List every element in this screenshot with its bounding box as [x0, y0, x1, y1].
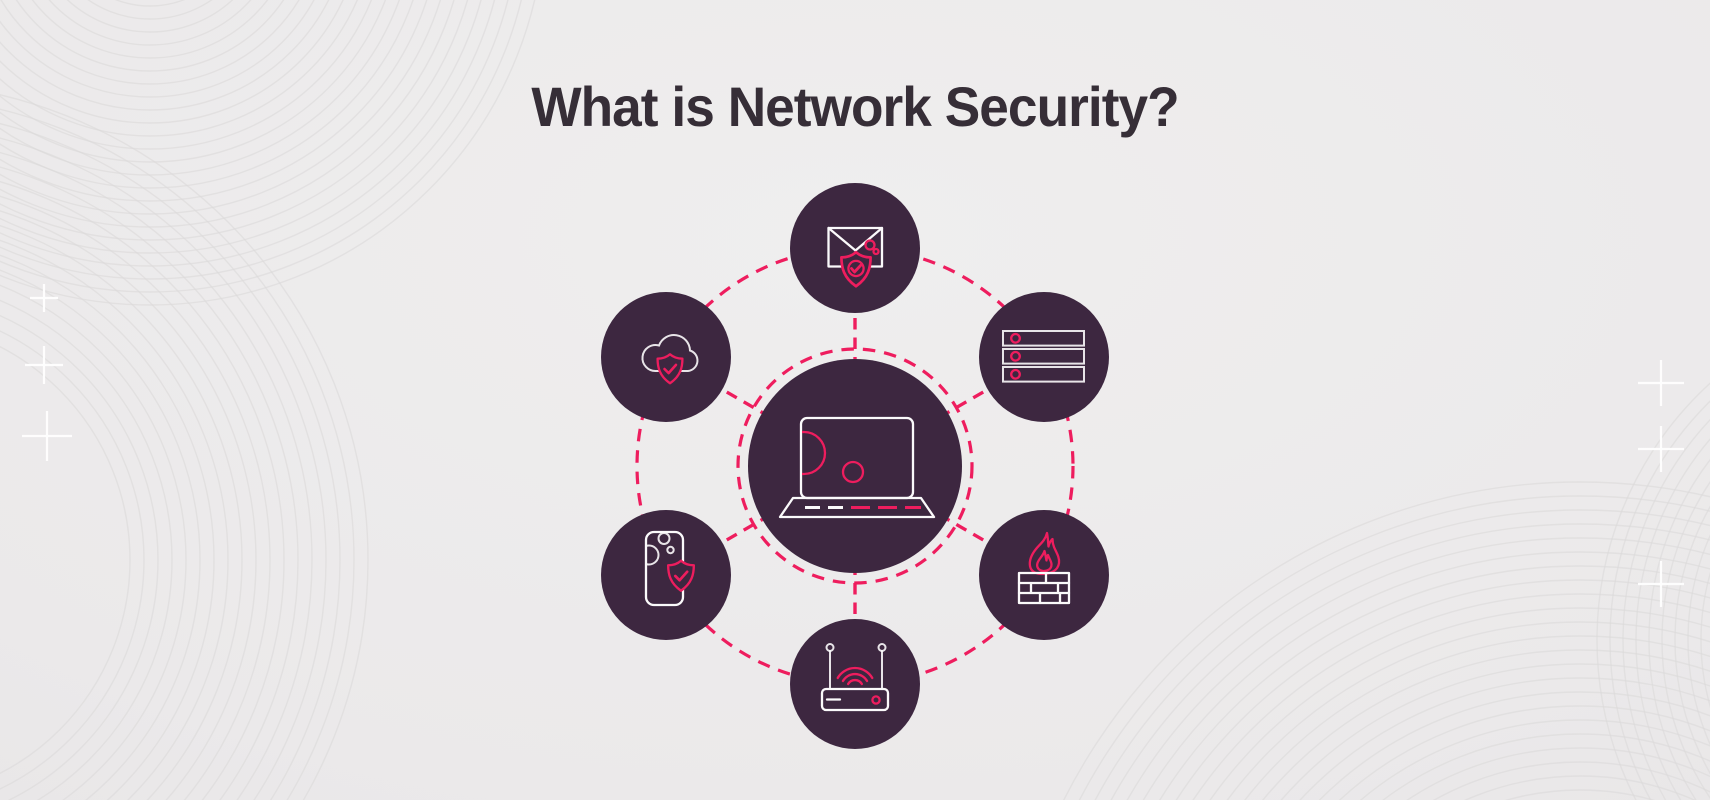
laptop-security-icon [778, 416, 936, 519]
node-circle [790, 619, 920, 749]
server-led-3 [1010, 368, 1021, 380]
node-server-security [979, 292, 1109, 422]
laptop-base [778, 496, 936, 519]
node-mobile-security [601, 510, 731, 640]
cloud [641, 334, 699, 373]
brick-wall [1017, 571, 1071, 605]
phone-camera [657, 532, 671, 545]
cloud-shield-icon [641, 334, 699, 383]
page-title: What is Network Security? [531, 75, 1179, 138]
outer-dashed-ring [635, 246, 1075, 686]
shield-circle [847, 259, 865, 278]
server-stack-icon [1002, 330, 1085, 383]
node-router-security [790, 619, 920, 749]
node-circle [601, 510, 731, 640]
node-firewall [979, 510, 1109, 640]
phone-shield-icon [644, 530, 694, 607]
server-bay-3 [1002, 366, 1085, 383]
wifi-waves [836, 666, 874, 686]
center-node-protected-laptop [748, 359, 962, 573]
antenna-tip-left [825, 643, 835, 652]
sparkle-plus-marks [22, 284, 1684, 607]
phone-dot [666, 545, 675, 555]
server-bay-2 [1002, 348, 1085, 365]
email-shield-icon [827, 226, 884, 288]
check-mark [850, 263, 863, 274]
node-cloud-security [601, 292, 731, 422]
node-email-security [790, 183, 920, 313]
envelope-flap [827, 226, 884, 252]
antennas [829, 650, 883, 690]
flame-outer [1028, 531, 1061, 576]
node-circle [979, 292, 1109, 422]
dot-small [872, 247, 880, 256]
dot-large [864, 239, 876, 251]
antenna-tip-right [877, 643, 887, 652]
center-node-circle [748, 359, 962, 573]
server-led-2 [1010, 350, 1021, 362]
screen-small-dot [841, 460, 865, 484]
server-led-1 [1010, 332, 1021, 344]
brick-joints [1017, 571, 1071, 605]
router-body [820, 687, 890, 712]
firewall-flame-icon [1017, 531, 1071, 605]
wireless-router-icon [820, 643, 890, 712]
node-circle [790, 183, 920, 313]
ring-set-2 [1063, 481, 1710, 800]
phone-decor-circle [647, 544, 660, 566]
router-led [871, 695, 881, 705]
screen-large-dot [802, 430, 827, 476]
ring-set-3 [1596, 382, 1710, 800]
flame-inner [1036, 549, 1053, 573]
inner-dashed-ring [736, 347, 974, 585]
ring-set-1 [0, 94, 369, 800]
server-bay-1 [1002, 330, 1085, 347]
